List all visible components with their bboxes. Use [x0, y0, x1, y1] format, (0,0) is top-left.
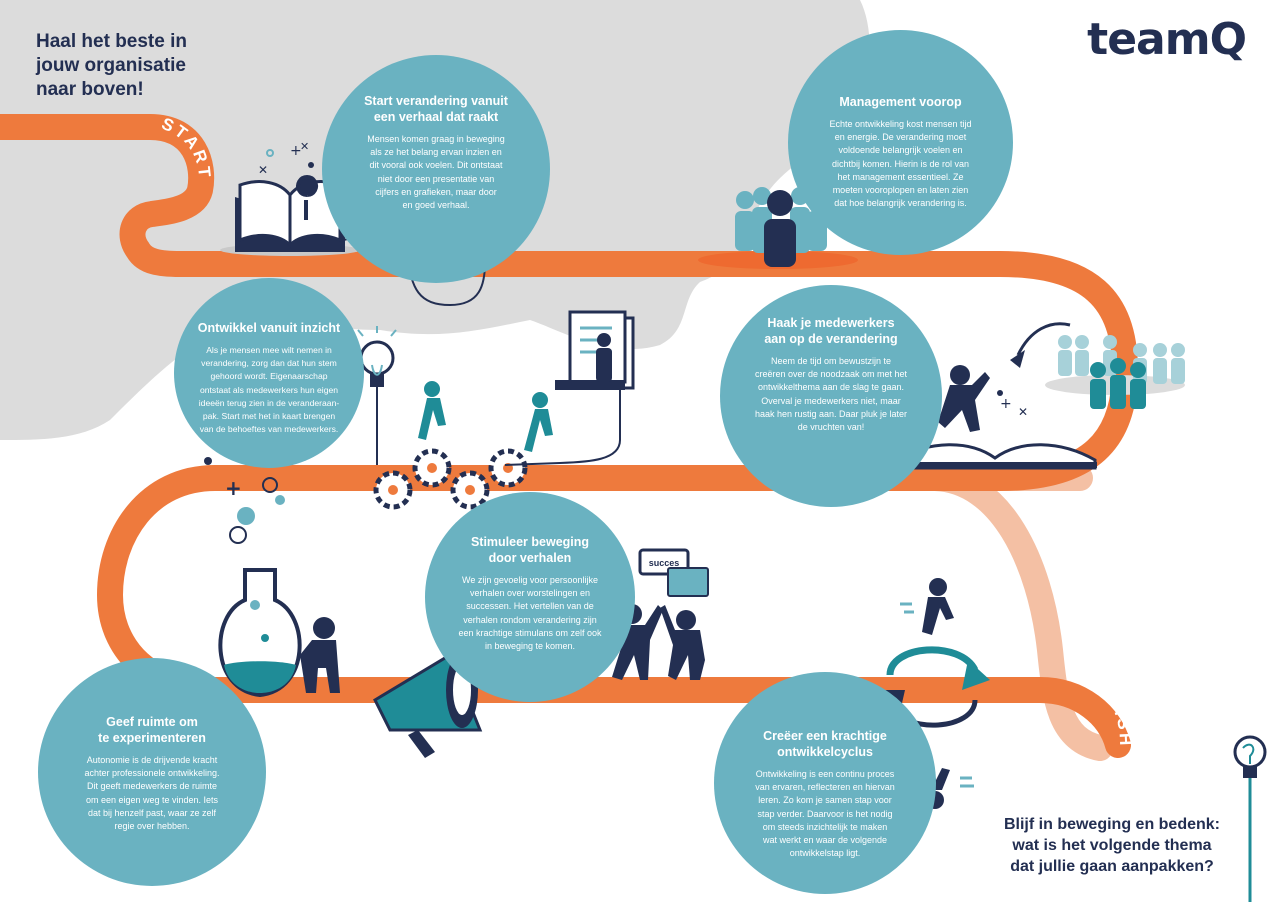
step-title: door verhalen: [488, 551, 572, 565]
lightbulb-icon: [357, 326, 397, 465]
step-text: Echte ontwikkeling kost mensen tijd: [829, 119, 972, 129]
step-circle-inzicht: Ontwikkel vanuit inzicht Als je mensen m…: [174, 278, 364, 468]
book-jump-icon: + ✕: [893, 365, 1097, 470]
step-text: Overval je medewerkers niet, maar: [761, 395, 901, 406]
intro-line-3: naar boven!: [36, 79, 144, 100]
step-text: van ervaren, reflecteren en hiervan: [755, 782, 895, 793]
step-text: dit vooral ook voelen. Dit ontstaat: [369, 160, 503, 171]
step-text: creëren over de noodzaak om met het: [754, 369, 908, 380]
teamq-logo: teamQ: [1087, 14, 1247, 65]
step-text: Als je mensen mee wilt nemen in: [206, 345, 332, 355]
svg-text:✕: ✕: [1018, 405, 1028, 419]
flask-icon: +: [218, 476, 340, 698]
step-text: We zijn gevoelig voor persoonlijke: [462, 575, 598, 585]
step-title: Ontwikkel vanuit inzicht: [197, 321, 341, 335]
step-text: stap verder. Daarvoor is het nodig: [757, 808, 893, 819]
step-text: Autonomie is de drijvende kracht: [86, 755, 218, 765]
decor-dot: [204, 457, 212, 465]
step-text: om een eigen weg te vinden. Iets: [85, 794, 219, 805]
high-five-icon: succes: [612, 548, 709, 680]
step-text: ontwikkelstap ligt.: [789, 848, 861, 859]
step-text: gehoord wordt. Eigenaarschap: [210, 371, 328, 382]
svg-text:✕: ✕: [258, 163, 268, 177]
walking-people-icon: [418, 381, 553, 452]
step-title: Start verandering vanuit: [364, 94, 508, 108]
step-text: als ze het belang ervan inzien en: [370, 147, 502, 158]
step-text: regie over hebben.: [114, 821, 190, 832]
closing-line-3: dat jullie gaan aanpakken?: [1010, 858, 1214, 875]
crowd-icon: [1045, 335, 1185, 409]
svg-text:+: +: [225, 476, 242, 500]
step-circle-experimenteren: Geef ruimte om te experimenteren Autonomi…: [38, 658, 266, 886]
step-title: Creëer een krachtige: [763, 729, 887, 743]
step-text: ontstaat als medewerkers hun eigen: [199, 384, 339, 395]
step-text: en goed verhaal.: [402, 200, 470, 211]
logo-text: teamQ: [1087, 14, 1247, 65]
step-text: om steeds inzichtelijk te maken: [762, 821, 888, 832]
curved-arrow-icon: [1016, 322, 1071, 356]
step-text: verhalen rondom verandering zijn: [463, 614, 597, 625]
step-text: van de behoeftes van medewerkers.: [199, 424, 339, 435]
closing-line-2: wat is het volgende thema: [1012, 837, 1212, 854]
step-text: haak hen rustig aan. Daar pluk je later: [754, 408, 908, 419]
step-text: verhalen over worstelingen en: [469, 588, 591, 599]
step-text: ideeën terug zien in de veranderaan-: [198, 397, 340, 408]
step-text: en energie. De verandering moet: [834, 132, 967, 143]
closing-question: Blijf in beweging en bedenk: wat is het …: [988, 814, 1236, 877]
step-title: Stimuleer beweging: [470, 535, 590, 549]
step-title: Geef ruimte om: [106, 715, 198, 729]
step-circle-verhaal: Start verandering vanuit een verhaal dat …: [322, 55, 550, 283]
step-text: pak. Start met het in kaart brengen: [202, 411, 336, 422]
step-text: Ontwikkeling is een continu proces: [755, 769, 895, 779]
closing-line-1: Blijf in beweging en bedenk:: [1003, 816, 1220, 833]
step-text: verandering, zorg dan dat hun stem: [201, 358, 337, 369]
step-circle-ontwikkelcyclus: Creëer een krachtige ontwikkelcyclus Ontw…: [714, 672, 936, 894]
step-title: ontwikkelcyclus: [777, 745, 873, 759]
step-text: Neem de tijd om bewustzijn te: [770, 356, 892, 366]
step-text: een krachtige stimulans om zelf ook: [458, 627, 602, 638]
step-text: cijfers en grafieken, maar door: [375, 186, 497, 197]
step-text: ontwikkelthema aan de slag te gaan.: [757, 382, 905, 393]
step-text: in beweging te komen.: [484, 641, 576, 652]
step-title: te experimenteren: [98, 731, 206, 745]
step-title: een verhaal dat raakt: [373, 110, 499, 124]
step-text: Dit geeft medewerkers de ruimte: [86, 781, 218, 792]
svg-text:✕: ✕: [300, 140, 309, 153]
svg-text:+: +: [1000, 396, 1012, 412]
step-title: Management voorop: [839, 95, 962, 109]
step-circle-stimuleer: Stimuleer beweging door verhalen We zijn …: [425, 492, 635, 702]
step-text: voldoende belangrijk voelen en: [838, 145, 963, 156]
step-text: leren. Zo kom je samen stap voor: [758, 795, 892, 806]
step-text: dichtbij komen. Hierin is de rol van: [831, 158, 970, 169]
megaphone-icon: [373, 649, 498, 758]
step-text: successen. Het vertellen van de: [466, 601, 594, 612]
step-text: dat hoe belangrijk verandering is.: [834, 198, 967, 209]
intro-line-1: Haal het beste in: [36, 31, 187, 52]
step-title: aan op de verandering: [764, 332, 898, 346]
step-text: de vruchten van!: [797, 422, 865, 433]
step-title: Haak je medewerkers: [767, 316, 895, 330]
step-circle-aanhaken: Haak je medewerkers aan op de verandering…: [720, 285, 942, 507]
intro-line-2: jouw organisatie: [36, 55, 186, 76]
step-text: niet door een presentatie van: [377, 173, 495, 184]
gears-icon: [373, 448, 528, 510]
step-text: het management essentieel. Ze: [837, 171, 964, 182]
svg-text:+: +: [290, 143, 302, 159]
step-text: wat werkt en waar de volgende: [762, 835, 888, 846]
step-circle-management: Management voorop Echte ontwikkeling kos…: [788, 30, 1013, 255]
document-board-icon: [504, 310, 635, 466]
step-text: Mensen komen graag in beweging: [367, 134, 505, 144]
step-text: moeten vooroplopen en laten zien: [832, 185, 969, 196]
intro-headline: Haal het beste in jouw organisatie naar …: [36, 30, 187, 102]
step-text: dat bij henzelf past, waar ze zelf: [87, 807, 217, 818]
lightbulb-finish-icon: [1233, 735, 1267, 902]
speech-bubble-text: succes: [649, 558, 680, 568]
step-text: achter professionele ontwikkeling.: [84, 768, 220, 779]
